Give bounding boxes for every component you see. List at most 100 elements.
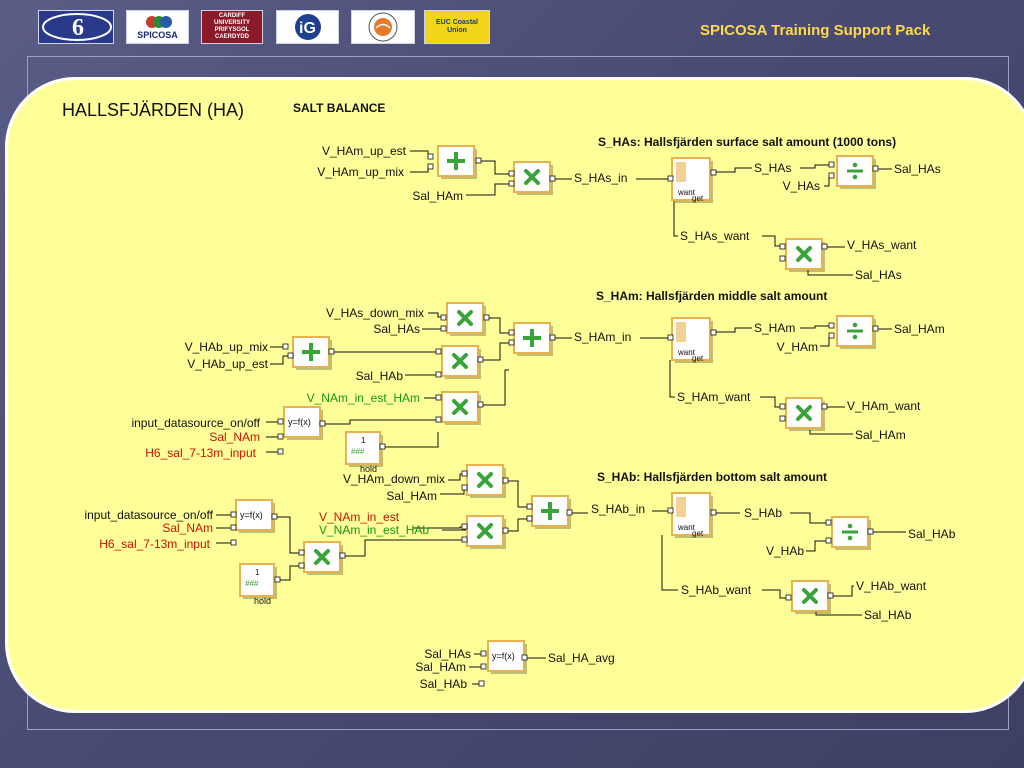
function-label: y=f(x) (288, 417, 311, 427)
label-sal-ha-avg: Sal_HA_avg (548, 651, 615, 665)
label-v-ham-up-est: V_HAm_up_est (322, 144, 407, 158)
label-h6-input-2: H6_sal_7-13m_input (99, 537, 210, 551)
function-block-middle[interactable]: y=f(x) (283, 406, 323, 440)
label-sal-ham-1: Sal_HAm (412, 189, 463, 203)
section-title-bottom: S_HAb: Hallsfjärden bottom salt amount (597, 470, 827, 484)
section-title-middle: S_HAm: Hallsfjärden middle salt amount (596, 289, 827, 303)
label-sal-hab-1: Sal_HAb (356, 369, 404, 383)
stock-get-label: get (692, 529, 704, 538)
label-sal-ham-out: Sal_HAm (894, 322, 945, 336)
sixth-framework-logo-graphic: 6 (42, 13, 112, 41)
hold-block-middle[interactable]: 1 ### hold (345, 431, 383, 474)
stock-want-label: want (677, 523, 696, 532)
multiply-block-s-hab-want[interactable] (791, 580, 831, 614)
variable-labels: V_HAm_up_est V_HAm_up_mix Sal_HAm S_HAs_… (84, 144, 955, 691)
multiply-block-hab-up[interactable] (441, 345, 481, 379)
hold-block-bottom[interactable]: 1 ### hold (239, 563, 277, 606)
label-v-ham: V_HAm (777, 340, 818, 354)
label-v-nam-in-est-hab: V_NAm_in_est_HAb (319, 523, 429, 537)
multiply-block-bottom-input[interactable] (303, 541, 343, 575)
label-v-ham-down-mix: V_HAm_down_mix (343, 472, 445, 486)
plus-block-middle-in[interactable] (513, 322, 553, 356)
label-sal-has-2: Sal_HAs (855, 268, 902, 282)
header-title: SPICOSA Training Support Pack (700, 22, 931, 39)
label-sal-has-3: Sal_HAs (373, 322, 420, 336)
ig-logo: iG (276, 10, 339, 44)
label-s-has-want: S_HAs_want (680, 229, 750, 243)
label-s-hab-in: S_HAb_in (591, 502, 645, 516)
label-v-ham-up-mix: V_HAm_up_mix (317, 165, 404, 179)
label-s-hab-want: S_HAb_want (681, 583, 752, 597)
panel-title: HALLSFJÄRDEN (HA) (62, 100, 244, 120)
label-v-hab-up-est: V_HAb_up_est (187, 357, 268, 371)
ig-logo-text: iG (299, 20, 316, 37)
multiply-block-nam-in[interactable] (441, 391, 481, 425)
label-v-hab: V_HAb (766, 544, 804, 558)
multiply-block-down-mix[interactable] (446, 302, 486, 336)
multiply-block-s-has-want[interactable] (785, 238, 825, 272)
label-s-has: S_HAs (754, 161, 791, 175)
hold-display: ### (245, 579, 259, 588)
divide-block-sal-hab[interactable] (831, 516, 871, 550)
multiply-block-surface-in[interactable] (513, 161, 553, 195)
spicosa-logo-graphic (145, 16, 172, 28)
label-v-ham-want: V_HAm_want (847, 399, 921, 413)
coastal-union-logo-text: EUC Coastal Union (435, 19, 478, 34)
label-v-nam-in-est-ham: V_NAm_in_est_HAm (307, 391, 420, 405)
function-block-bottom[interactable]: y=f(x) (235, 499, 275, 533)
stock-get-label: get (692, 354, 704, 363)
spicosa-logo-text: SPICOSA (137, 30, 178, 40)
label-s-hab: S_HAb (744, 506, 782, 520)
hold-value: 1 (255, 568, 260, 577)
stock-want-label: want (677, 348, 696, 357)
label-sal-ham-2: Sal_HAm (855, 428, 906, 442)
multiply-block-s-ham-want[interactable] (785, 397, 825, 431)
coastal-union-logo: EUC Coastal Union (424, 10, 490, 44)
label-sal-ham-3: Sal_HAm (386, 489, 437, 503)
label-v-has: V_HAs (783, 179, 820, 193)
stock-block-s-hab[interactable]: want get (671, 492, 713, 538)
ig-logo-graphic: iG (294, 14, 321, 40)
label-sal-has-out: Sal_HAs (894, 162, 941, 176)
panel-subtitle: SALT BALANCE (293, 101, 385, 115)
multiply-block-nam-in-hab[interactable] (466, 515, 506, 549)
spicosa-logo: SPICOSA (126, 10, 189, 44)
function-block-average[interactable]: y=f(x) (487, 640, 527, 674)
hold-label: hold (360, 464, 377, 474)
university-seal-graphic (368, 12, 398, 42)
label-v-hab-up-mix: V_HAb_up_mix (185, 340, 268, 354)
cardiff-university-logo: CARDIFF UNIVERSITY PRIFYSGOL CAERDYDD (201, 10, 263, 44)
stock-want-label: want (677, 188, 696, 197)
hold-label: hold (254, 596, 271, 606)
stock-block-s-has[interactable]: want get (671, 157, 713, 203)
label-avg-sal-ham: Sal_HAm (415, 660, 466, 674)
label-v-has-want: V_HAs_want (847, 238, 917, 252)
divide-block-sal-has[interactable] (836, 155, 876, 189)
connector-ports (230, 153, 879, 687)
label-avg-sal-has: Sal_HAs (424, 647, 471, 661)
label-sal-hab-out: Sal_HAb (908, 527, 956, 541)
label-sal-hab-2: Sal_HAb (864, 608, 912, 622)
label-sal-nam-2: Sal_NAm (162, 521, 213, 535)
label-v-has-down-mix: V_HAs_down_mix (326, 306, 424, 320)
hold-display: ### (351, 447, 365, 456)
section-title-surface: S_HAs: Hallsfjärden surface salt amount … (598, 135, 896, 149)
university-seal-logo (351, 10, 415, 44)
hold-value: 1 (361, 436, 366, 445)
function-label: y=f(x) (492, 651, 515, 661)
label-s-has-in: S_HAs_in (574, 171, 627, 185)
multiply-block-ham-down-mix[interactable] (466, 464, 506, 498)
label-s-ham-want: S_HAm_want (677, 390, 751, 404)
label-input-ds-1: input_datasource_on/off (131, 416, 260, 430)
label-s-ham: S_HAm (754, 321, 795, 335)
plus-block-surface[interactable] (437, 145, 477, 179)
sixth-framework-logo-text: 6 (72, 15, 84, 41)
label-h6-input-1: H6_sal_7-13m_input (145, 446, 256, 460)
label-sal-nam-1: Sal_NAm (209, 430, 260, 444)
stock-block-s-ham[interactable]: want get (671, 317, 713, 363)
plus-block-hab-up[interactable] (292, 336, 332, 370)
divide-block-sal-ham[interactable] (836, 315, 876, 349)
plus-block-bottom-in[interactable] (531, 495, 571, 529)
label-v-nam-in-est: V_NAm_in_est (319, 510, 400, 524)
